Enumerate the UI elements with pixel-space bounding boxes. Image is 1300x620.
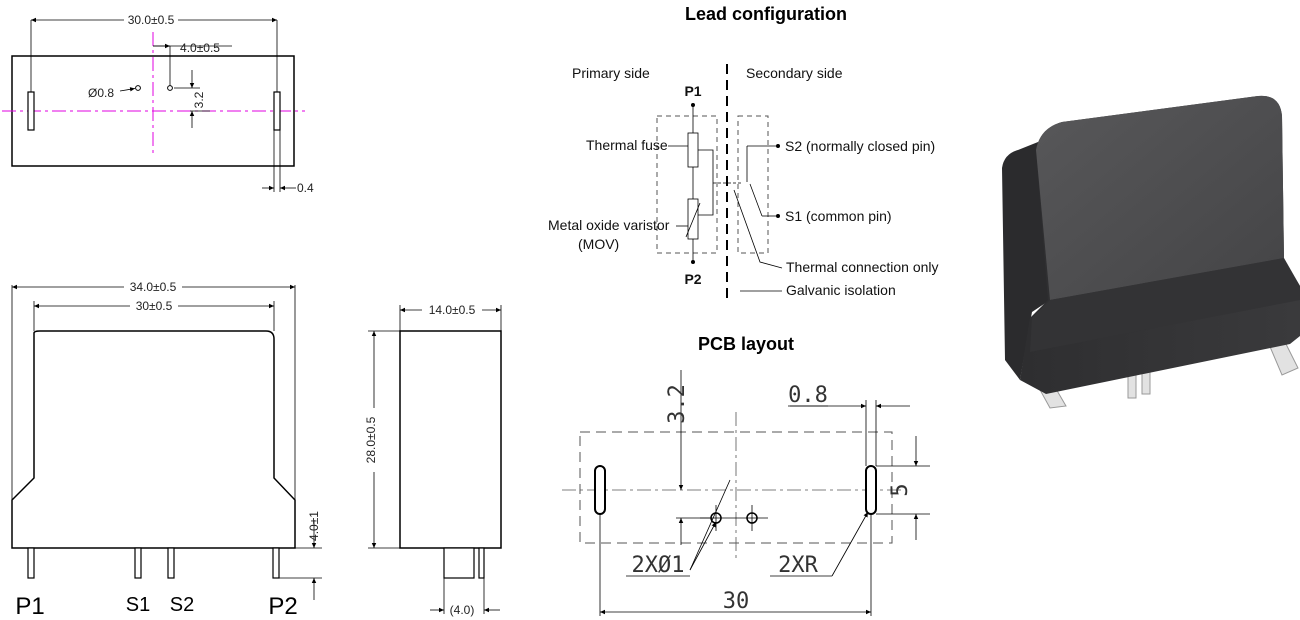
front-lead-length-dim: 4.0±1 (307, 511, 321, 541)
top-hole-dim: Ø0.8 (88, 86, 114, 100)
lead-config-title: Lead configuration (685, 4, 847, 24)
side-view-outline (399, 330, 502, 549)
pcb-width-dim: 30 (723, 589, 750, 614)
top-view: 30.0±0.5 4.0±0.5 Ø0.8 3.2 0.4 (2, 13, 314, 195)
pin-label-p2: P2 (268, 593, 297, 620)
pcb-hole-label: 2XØ1 (632, 553, 685, 578)
side-lead-pin (478, 547, 485, 579)
s1-label: S1 (common pin) (785, 208, 892, 224)
top-width-dim: 30.0±0.5 (128, 13, 175, 27)
pcb-slot-label: 2XR (778, 553, 818, 578)
s2-label: S2 (normally closed pin) (785, 138, 935, 154)
side-lead-block (443, 547, 475, 579)
pcb-layout: PCB layout 3.2 0.8 5 (562, 334, 930, 616)
3d-body-top-face (1036, 95, 1284, 300)
lead-s1 (134, 547, 142, 579)
p2-label: P2 (684, 271, 701, 287)
3d-body-left-side (1002, 138, 1050, 380)
3d-body-step (1030, 258, 1300, 352)
top-vertical-dim: 3.2 (192, 91, 206, 108)
thermal-fuse-symbol (687, 132, 699, 168)
side-pin-offset-dim: (4.0) (450, 603, 475, 617)
thermal-connection-label: Thermal connection only (786, 259, 939, 275)
lead-p2 (272, 547, 280, 579)
primary-side-label: Primary side (572, 65, 650, 81)
lead-p1 (27, 547, 35, 579)
mov-label-line1: Metal oxide varistor (548, 217, 670, 233)
pin-label-s2: S2 (170, 594, 194, 616)
lead-configuration: Lead configuration Primary side Secondar… (548, 4, 939, 300)
pcb-right-dim: 5 (888, 483, 913, 496)
pin-label-p1: P1 (15, 593, 44, 620)
side-depth-dim: 14.0±0.5 (429, 303, 476, 317)
pcb-pin-width-dim: 0.8 (788, 383, 828, 408)
component-3d-render (1002, 95, 1300, 409)
top-pin-slot-left (27, 91, 35, 131)
front-inner-width-dim: 30±0.5 (136, 299, 173, 313)
secondary-dashed-box (737, 115, 769, 254)
top-offset-dim: 4.0±0.5 (180, 41, 220, 55)
secondary-side-label: Secondary side (746, 65, 843, 81)
lead-s2 (167, 547, 175, 579)
pcb-slot-right (865, 465, 877, 515)
p1-label: P1 (684, 83, 701, 99)
side-height-dim: 28.0±0.5 (364, 416, 378, 463)
front-view-outline (11, 330, 296, 549)
top-hole-right (167, 85, 173, 91)
primary-dashed-box (656, 115, 718, 254)
pcb-layout-title: PCB layout (698, 334, 794, 354)
thermal-fuse-label: Thermal fuse (586, 137, 668, 153)
front-outer-width-dim: 34.0±0.5 (130, 280, 177, 294)
front-view: 34.0±0.5 30±0.5 4.0±1 P1 S1 S2 P2 (11, 280, 322, 620)
top-hole-left (135, 85, 141, 91)
mov-label-line2: (MOV) (578, 236, 619, 252)
top-pin-dim: 0.4 (297, 181, 314, 195)
pcb-slot-left (594, 465, 606, 515)
side-view: 14.0±0.5 28.0±0.5 (4.0) (364, 303, 502, 617)
top-pin-slot-right (273, 91, 281, 131)
pin-label-s1: S1 (126, 594, 150, 616)
pcb-vertical-dim: 3.2 (665, 384, 690, 424)
galvanic-isolation-label: Galvanic isolation (786, 282, 896, 298)
